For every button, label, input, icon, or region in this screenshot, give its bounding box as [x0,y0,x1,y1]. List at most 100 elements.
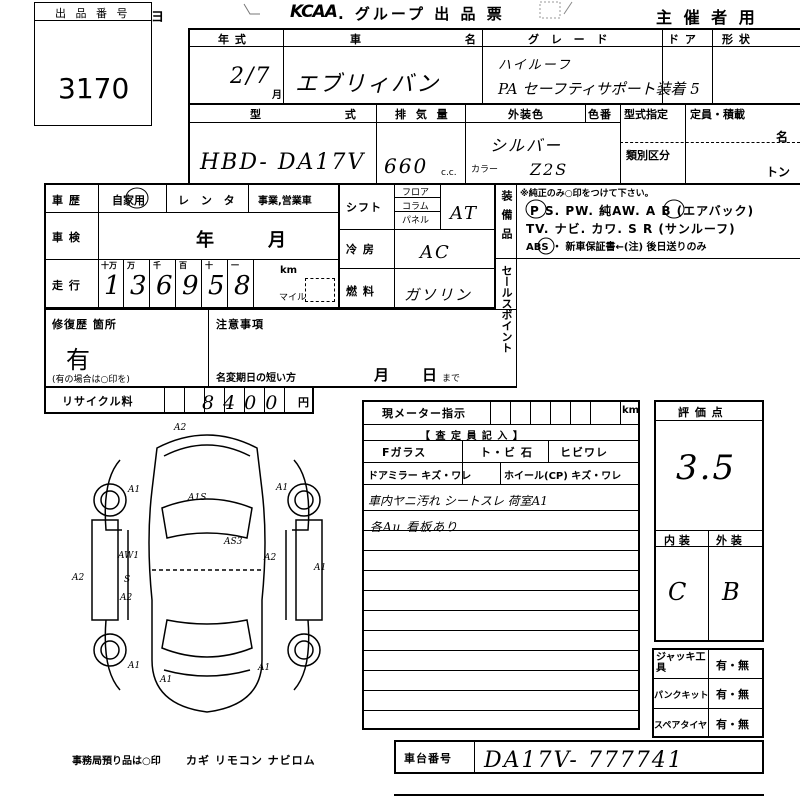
mirror-label: ドアミラー キズ・ワレ [368,471,472,482]
note-line [362,510,640,511]
damage-mark: A2 [71,573,84,583]
inspector-note2: 各Au 看板あり [370,520,459,534]
ac-value: AC [420,242,451,263]
bottom-table-edge [394,794,764,800]
damage-mark: A1 [127,485,140,495]
shift-label: シフト [346,201,382,214]
recycle-box [44,388,314,414]
car-damage-diagram: A2 A1S A1 A2 A2 A1 A1 A1 A2 A1 A1 AW1 S … [71,423,326,713]
model-label: 型 式 [250,108,396,121]
equipment-line2: TV. ナビ. カワ. S R (サンルーフ) [526,222,736,236]
name-label: 車 名 [350,33,526,46]
spare-value: 有・無 [716,718,749,731]
km-unit: km [280,265,298,276]
hole-icon [243,3,260,15]
fuel-value: ガソリン [404,286,473,304]
note-line [362,630,640,631]
damage-mark: A1 [275,483,288,493]
inspection-year: 年 [196,230,214,251]
lot-box [34,2,152,126]
color-code-value: Z2S [530,160,569,179]
history-business: 事業,営業車 [258,196,312,207]
mileage-label: 走 行 [52,279,81,292]
meter-label: 現メーター指示 [382,407,466,420]
exterior-label: 外 装 [716,534,742,547]
brand-logo: KCAA [290,2,338,22]
inspector-note1: 車内ヤニ汚れ シートスレ 荷室A1 [368,494,548,508]
form-label: 形 状 [722,33,751,46]
cc-unit: c.c. [441,168,457,178]
mileage-digit: 3 [130,271,149,301]
score-box [654,400,764,642]
ton-unit: トン [766,165,791,179]
damage-area: AS3 [223,537,243,547]
office-label: 事務局預り品は○印 [72,756,161,767]
history-rental: レ ン タ [178,194,239,207]
repair-label: 修復歴 箇所 [52,318,117,331]
lot-label: 出 品 番 号 [55,7,131,20]
deadline-day: 日 [422,366,438,384]
name-value: エブリィバン [295,72,441,97]
repair-value: 有 [66,346,90,374]
month-unit: 月 [272,90,282,101]
color-no-label: 色番 [588,108,612,121]
mileage-digit-header: 百 [179,261,187,270]
color-code-label: カラー [471,165,499,175]
jack-value: 有・無 [716,659,749,672]
damage-area: AW1 [117,551,139,561]
damage-mark: A1 [127,661,140,671]
damage-mark: A2 [263,553,276,563]
mileage-digit-header: 十万 [101,261,117,270]
fglass-chip: ト・ビ 石 [480,446,533,459]
mile-box [305,278,335,302]
top-table [188,28,800,103]
score-label: 評 価 点 [678,406,724,419]
damage-mark: A1 [313,563,326,573]
damage-mark: A1S [187,493,206,503]
capacity-label: 定員・積載 [690,108,745,121]
recycle-unit: 円 [298,396,309,409]
mileage-digit-header: 一 [231,261,239,270]
equipment-note: ※純正のみ○印をつけて下さい。 [520,189,654,199]
note-line [362,590,640,591]
note-line [362,690,640,691]
equipment-line3: ABS ・ 新車保証書←(注) 後日送りのみ [526,242,707,253]
grade-line2: PA セーフティサポート装着 5 [498,80,700,98]
shift-panel: パネル [402,216,430,226]
inspector-box [362,400,640,730]
mileage-digit-header: 十 [205,261,213,270]
mileage-digit: 5 [208,271,227,301]
chassis-box [394,740,764,774]
recycle-value: 8400 [202,392,287,414]
equipment-box [496,183,800,259]
score-value: 3.5 [676,448,737,488]
circle-mark-icon [663,199,685,219]
category-label: 類別区分 [626,149,670,162]
note-line [362,570,640,571]
seat-unit: 名 [776,130,789,144]
ac-label: 冷 房 [346,243,375,256]
caution-label: 注意事項 [216,318,264,331]
history-own: 自家用 [112,194,145,207]
equipment-label: 装備品 [500,190,513,247]
note-line [362,550,640,551]
color-value: シルバー [490,136,563,155]
chassis-label: 車台番号 [404,752,452,765]
history-table [44,183,338,309]
circle-mark-icon [525,199,547,219]
mile-unit: マイル [279,293,307,303]
deadline-label: 名変期日の短い方 [216,373,296,384]
lot-number: 3170 [58,72,130,105]
mileage-digit-header: 千 [153,261,161,270]
chassis-value: DA17V- 777741 [484,748,684,773]
office-items: カギ リモコン ナビロム [186,754,316,767]
interior-label: 内 装 [664,534,690,547]
displacement-label: 排 気 量 [395,108,451,121]
door-label: ド ア [668,33,697,46]
note-line [362,670,640,671]
